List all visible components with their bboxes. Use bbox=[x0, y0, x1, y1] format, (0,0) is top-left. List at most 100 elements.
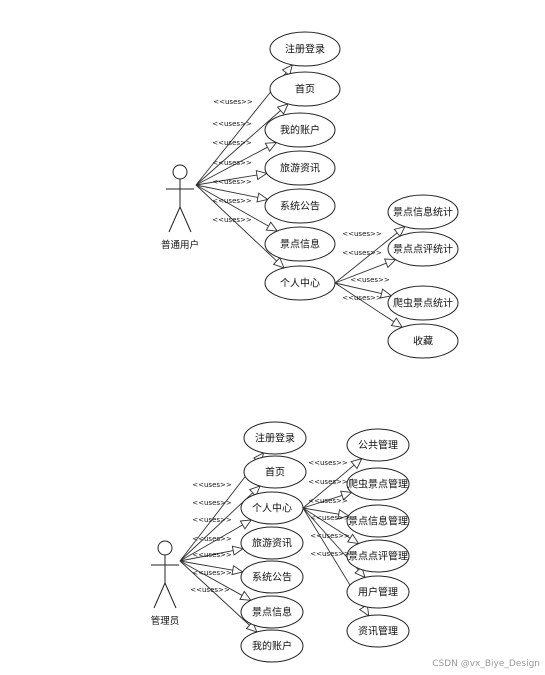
use-case-admin-user-label: 用户管理 bbox=[358, 586, 398, 599]
use-case-user-news: 旅游资讯 bbox=[264, 150, 336, 186]
use-case-user-account: 我的账户 bbox=[264, 112, 336, 148]
assoc-user-notice-line bbox=[195, 184, 258, 198]
assoc-admin-home-line bbox=[179, 492, 254, 562]
use-case-admin-spot-review: 景点点评管理 bbox=[346, 539, 410, 573]
use-case-admin-news-mgmt: 资讯管理 bbox=[346, 614, 410, 648]
use-case-user-spots-ellipse bbox=[264, 226, 336, 262]
use-case-admin-center: 个人中心 bbox=[240, 491, 304, 525]
use-case-admin-notice-label: 系统公告 bbox=[252, 571, 292, 584]
use-case-admin-news: 旅游资讯 bbox=[240, 526, 304, 560]
use-case-admin-notice-ellipse bbox=[240, 560, 304, 594]
stereotype-admin-center-5: <<uses>> bbox=[310, 550, 350, 558]
stereotype-user-2: <<uses>> bbox=[212, 139, 252, 147]
assoc-admin-center-spot-review-arrowhead bbox=[346, 533, 360, 545]
assoc-admin-center-news-mgmt-arrowhead bbox=[358, 604, 370, 617]
assoc-admin-center-line bbox=[179, 524, 243, 562]
stereotype-user-center-1: <<uses>> bbox=[342, 249, 382, 257]
use-case-admin-account-label: 我的账户 bbox=[252, 640, 292, 653]
use-case-admin-spot-review-label: 景点点评管理 bbox=[348, 550, 408, 563]
use-case-admin-spot-info-label: 景点信息管理 bbox=[348, 515, 408, 528]
use-case-user-notice-label: 系统公告 bbox=[280, 200, 320, 213]
actor-head bbox=[172, 164, 188, 180]
assoc-user-center-stat-review-arrowhead bbox=[383, 258, 397, 269]
assoc-user-center-favorites-line bbox=[334, 282, 395, 323]
actor-right-leg bbox=[164, 582, 177, 609]
use-case-admin-spots: 景点信息 bbox=[240, 595, 304, 629]
use-case-admin-register-label: 注册登录 bbox=[255, 432, 295, 445]
use-case-admin-center-label: 个人中心 bbox=[252, 502, 292, 515]
use-case-admin-spot-info: 景点信息管理 bbox=[346, 504, 410, 538]
stereotype-admin-center-2: <<uses>> bbox=[308, 497, 348, 505]
use-case-admin-user-ellipse bbox=[346, 575, 410, 609]
use-case-admin-user: 用户管理 bbox=[346, 575, 410, 609]
use-case-user-register: 注册登录 bbox=[269, 31, 341, 67]
stereotype-user-1: <<uses>> bbox=[212, 120, 252, 128]
assoc-user-center-stat-review-line bbox=[334, 262, 387, 284]
use-case-admin-public-label: 公共管理 bbox=[358, 439, 398, 452]
use-case-admin-home: 首页 bbox=[243, 455, 307, 489]
use-case-admin-crawl: 爬虫景点管理 bbox=[346, 467, 410, 501]
use-case-user-favorites-ellipse bbox=[387, 323, 459, 359]
assoc-user-home-arrowhead bbox=[276, 103, 289, 115]
assoc-admin-center-public-arrowhead bbox=[350, 457, 363, 470]
stereotype-admin-0: <<uses>> bbox=[192, 481, 232, 489]
assoc-admin-register-line bbox=[179, 460, 258, 562]
assoc-admin-news-arrowhead bbox=[231, 545, 245, 556]
use-case-user-stat-crawl-label: 爬虫景点统计 bbox=[393, 297, 453, 310]
stereotype-user-3: <<uses>> bbox=[212, 159, 252, 167]
assoc-admin-spots-line bbox=[179, 560, 243, 596]
use-case-user-account-ellipse bbox=[264, 112, 336, 148]
assoc-user-center-stat-info-line bbox=[334, 232, 398, 284]
use-case-admin-spot-info-ellipse bbox=[346, 504, 410, 538]
assoc-user-center-stat-info-arrowhead bbox=[393, 225, 406, 238]
use-case-admin-public-ellipse bbox=[346, 428, 410, 462]
assoc-user-news-line bbox=[195, 174, 258, 186]
assoc-admin-account-arrowhead bbox=[245, 621, 258, 633]
use-case-admin-news-ellipse bbox=[240, 526, 304, 560]
assoc-admin-center-arrowhead bbox=[239, 519, 253, 530]
use-case-admin-account-ellipse bbox=[240, 629, 304, 663]
actor-left-leg bbox=[168, 206, 181, 233]
use-case-user-home: 首页 bbox=[269, 71, 341, 107]
assoc-admin-center-public-line bbox=[302, 464, 355, 509]
use-case-user-home-label: 首页 bbox=[295, 83, 315, 96]
use-case-user-register-label: 注册登录 bbox=[285, 43, 325, 56]
stereotype-admin-5: <<uses>> bbox=[192, 569, 232, 577]
actor-left-leg bbox=[153, 582, 166, 609]
use-case-admin-crawl-label: 爬虫景点管理 bbox=[348, 478, 408, 491]
use-case-user-spots-label: 景点信息 bbox=[280, 238, 320, 251]
assoc-user-center-favorites-arrowhead bbox=[390, 317, 404, 328]
use-case-user-spots: 景点信息 bbox=[264, 226, 336, 262]
stereotype-admin-center-0: <<uses>> bbox=[308, 459, 348, 467]
assoc-admin-center-spot-review-line bbox=[302, 507, 351, 539]
assoc-admin-center-crawl-line bbox=[302, 495, 343, 509]
stereotype-admin-center-1: <<uses>> bbox=[308, 478, 348, 486]
actor-label: 普通用户 bbox=[161, 239, 199, 251]
use-case-admin-spots-label: 景点信息 bbox=[252, 606, 292, 619]
stereotype-user-0: <<uses>> bbox=[213, 98, 253, 106]
use-case-admin-register-ellipse bbox=[243, 421, 307, 455]
assoc-admin-home-arrowhead bbox=[248, 485, 261, 497]
use-case-user-stat-info: 景点信息统计 bbox=[387, 194, 459, 230]
stereotype-admin-2: <<uses>> bbox=[192, 516, 232, 524]
use-case-admin-register: 注册登录 bbox=[243, 421, 307, 455]
assoc-admin-notice-line bbox=[179, 560, 233, 571]
assoc-admin-news-line bbox=[179, 550, 234, 562]
use-case-admin-notice: 系统公告 bbox=[240, 560, 304, 594]
use-case-user-stat-info-ellipse bbox=[387, 194, 459, 230]
use-case-user-notice: 系统公告 bbox=[264, 188, 336, 224]
use-case-user-stat-crawl-ellipse bbox=[387, 285, 459, 321]
actor: 普通用户 bbox=[161, 164, 199, 251]
use-case-admin-spots-ellipse bbox=[240, 595, 304, 629]
use-case-user-register-ellipse bbox=[269, 31, 341, 67]
use-case-user-home-ellipse bbox=[269, 71, 341, 107]
use-case-admin-account: 我的账户 bbox=[240, 629, 304, 663]
assoc-user-center-stat-crawl-line bbox=[334, 282, 382, 295]
use-case-admin-spot-review-ellipse bbox=[346, 539, 410, 573]
assoc-user-register-arrowhead bbox=[281, 63, 293, 77]
assoc-user-account-line bbox=[195, 146, 268, 186]
actor-right-leg bbox=[179, 206, 192, 233]
assoc-user-center-arrowhead bbox=[272, 256, 285, 269]
assoc-user-center-line bbox=[195, 184, 277, 262]
